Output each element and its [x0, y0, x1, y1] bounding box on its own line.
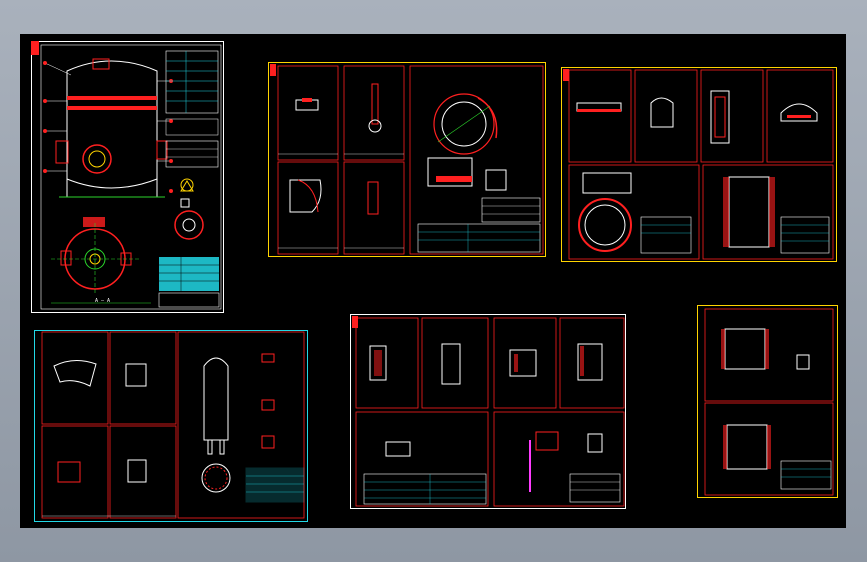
sheet-detail-group-1[interactable]	[268, 62, 546, 257]
detail-group-4-drawing	[350, 314, 626, 509]
sheet-detail-group-2[interactable]	[561, 67, 837, 262]
top-view-caption: A — A	[95, 298, 111, 304]
detail-group-2-drawing	[561, 67, 837, 262]
sheet-detail-group-3[interactable]	[34, 330, 308, 522]
sheet-detail-group-5[interactable]	[697, 305, 838, 498]
detail-group-1-drawing	[268, 62, 546, 257]
sheet-detail-group-4[interactable]	[350, 314, 626, 509]
detail-group-5-drawing	[697, 305, 838, 498]
sheet-vessel-assembly[interactable]: A — A	[31, 41, 224, 313]
detail-group-3-drawing	[34, 330, 308, 522]
vessel-assembly-drawing	[31, 41, 224, 313]
drawing-canvas[interactable]: A — A	[20, 34, 846, 528]
